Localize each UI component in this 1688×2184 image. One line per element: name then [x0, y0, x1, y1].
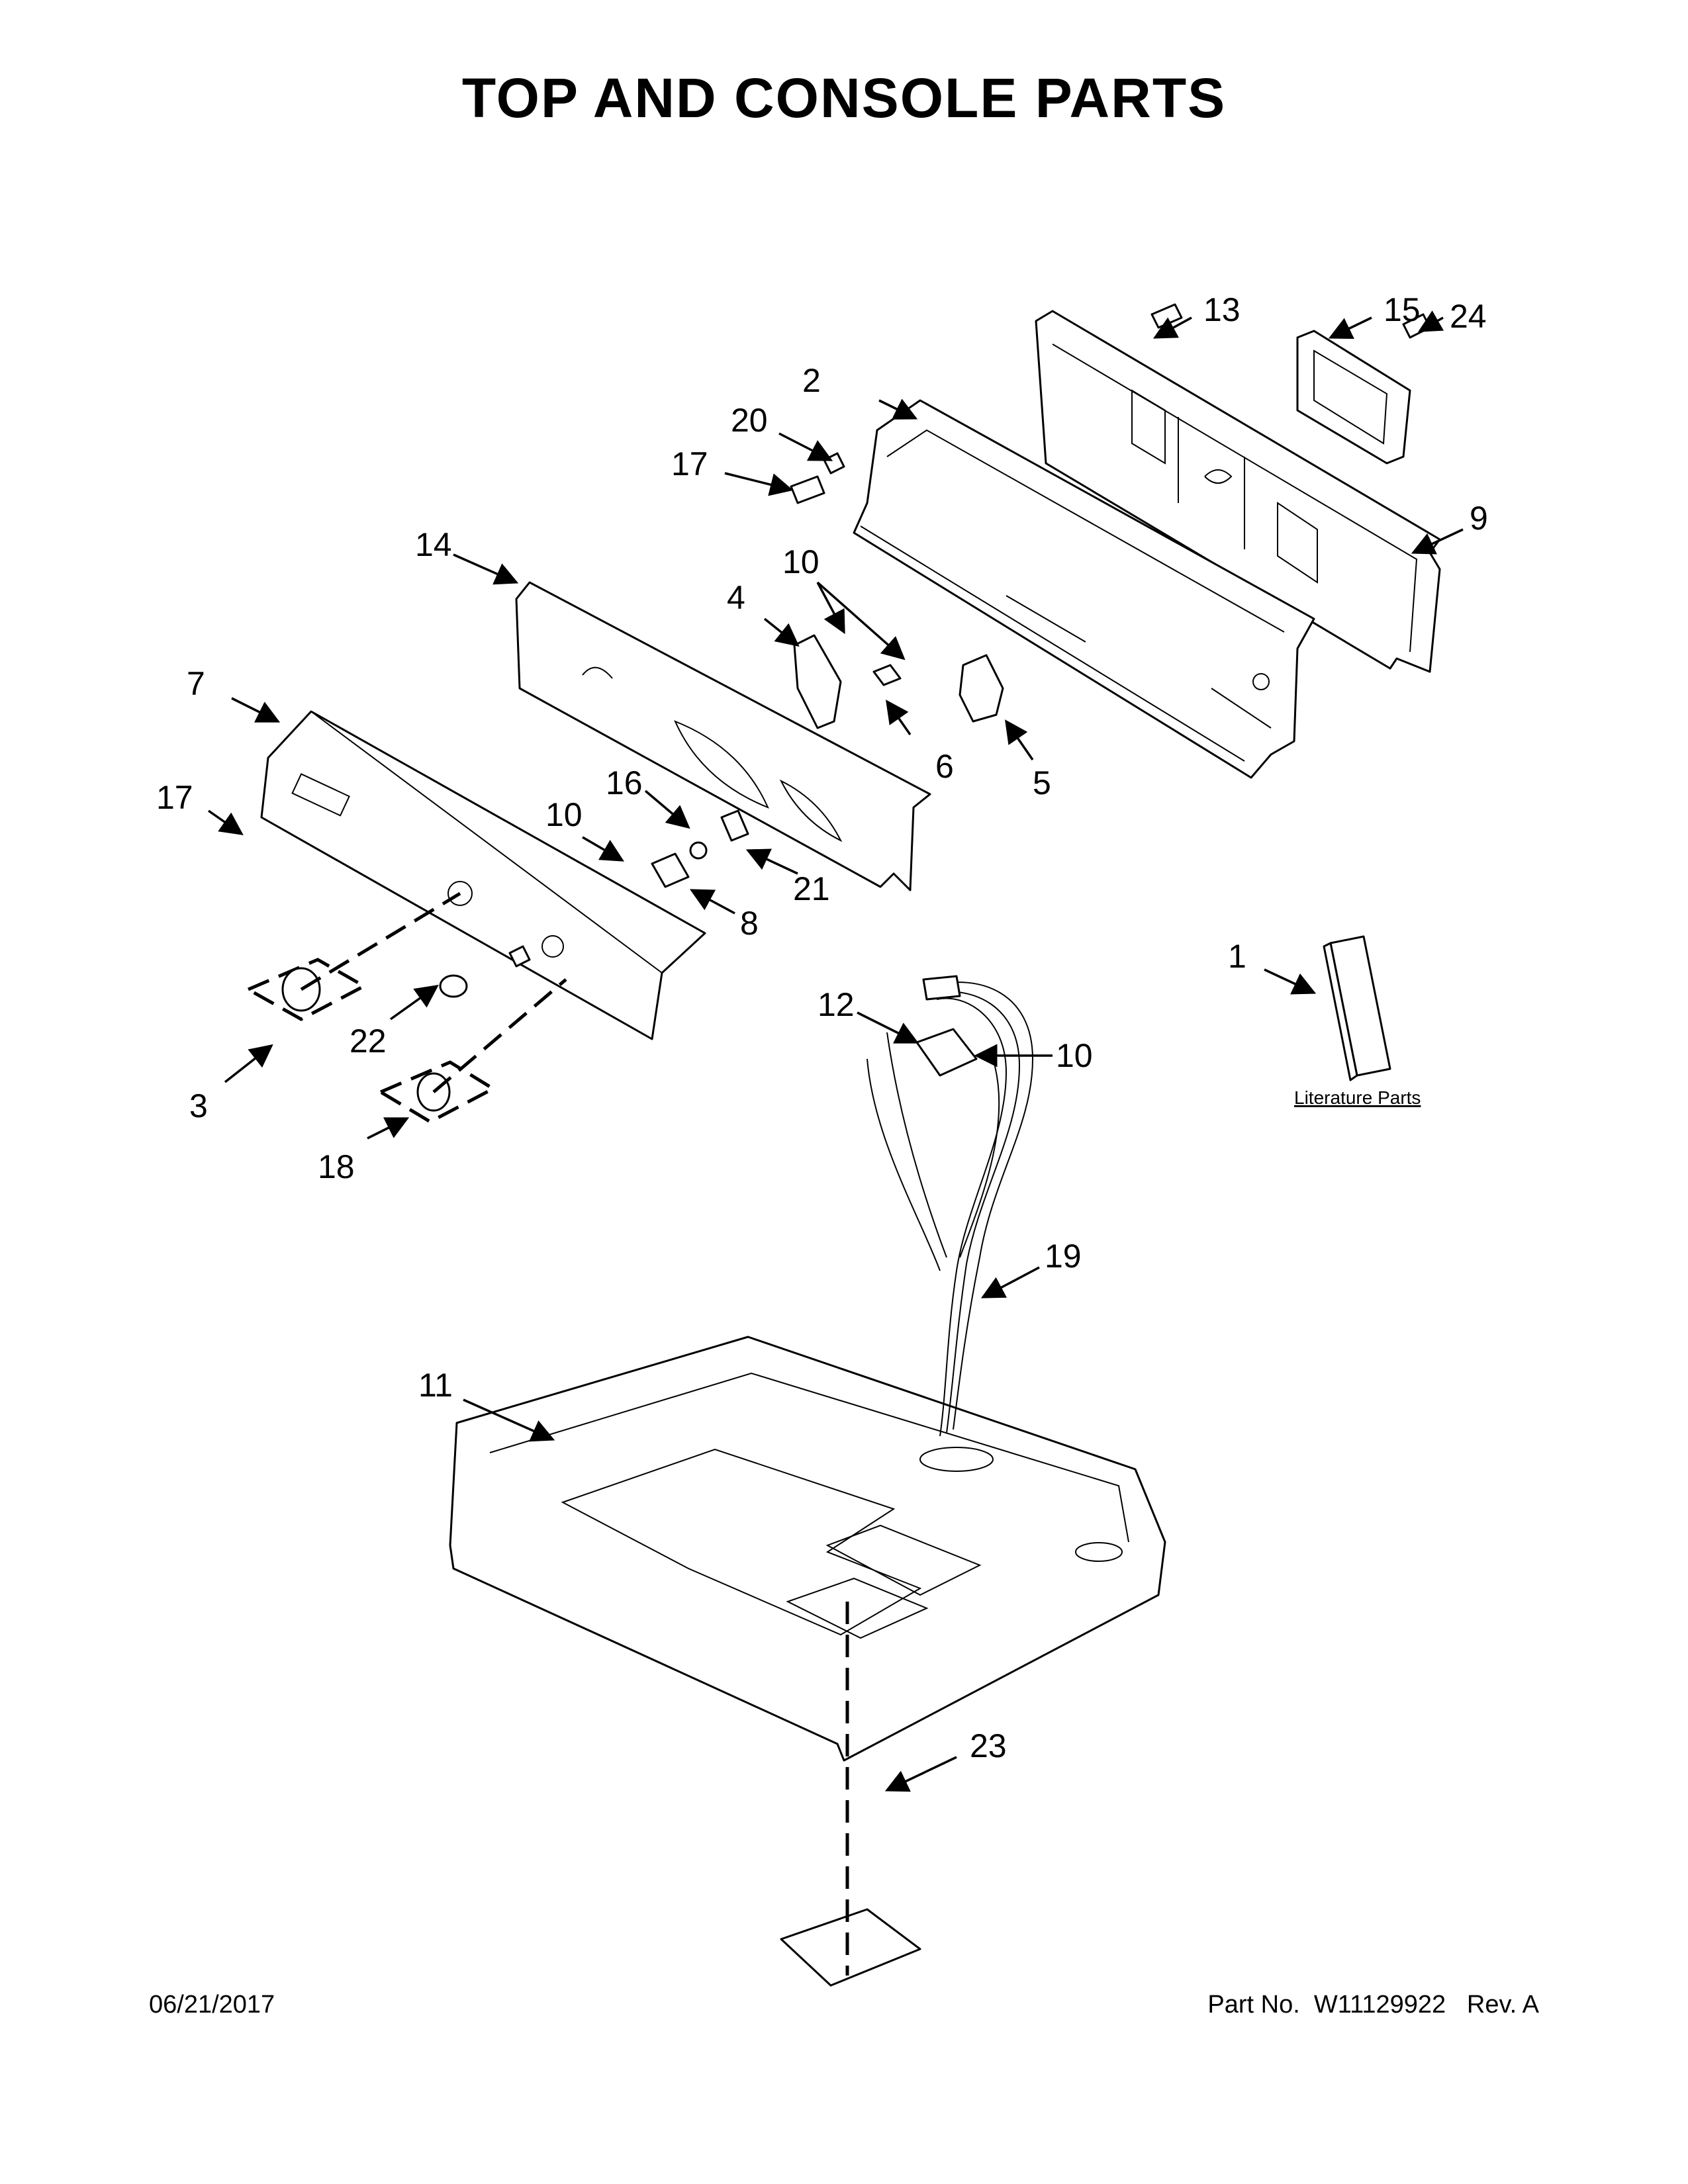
callout-17-top: 17 — [671, 445, 708, 482]
part-bezel-22 — [439, 974, 468, 998]
part-front-console — [260, 710, 706, 1040]
callout-8: 8 — [740, 905, 759, 942]
part-top-panel — [449, 1336, 1166, 1762]
part-switch-21 — [720, 809, 749, 842]
callout-1: 1 — [1228, 938, 1246, 975]
part-timer — [793, 634, 842, 729]
callout-6: 6 — [935, 748, 954, 785]
footer-date: 06/21/2017 — [149, 1991, 275, 2019]
callout-15: 15 — [1383, 291, 1421, 328]
callout-10-top: 10 — [782, 543, 820, 580]
callout-13: 13 — [1203, 291, 1241, 328]
part-knob-18 — [377, 978, 567, 1124]
part-screw-17 — [790, 475, 825, 504]
part-knob-3 — [244, 891, 461, 1021]
part-small-bracket — [1296, 330, 1411, 465]
callout-3: 3 — [189, 1087, 208, 1124]
part-switch-5 — [959, 654, 1004, 723]
part-screw-13 — [1150, 303, 1183, 329]
callout-12: 12 — [818, 986, 855, 1023]
page-title: TOP AND CONSOLE PARTS — [461, 67, 1227, 129]
callout-18: 18 — [318, 1148, 355, 1185]
footer-revision: Rev. A — [1466, 1991, 1539, 2019]
footer-part-number: W11129922 — [1313, 1991, 1446, 2019]
callout-14: 14 — [415, 526, 452, 563]
part-pcb — [915, 1028, 978, 1077]
part-switch-6 — [872, 664, 902, 686]
callout-23: 23 — [970, 1727, 1007, 1764]
part-clip-20 — [823, 452, 845, 475]
callout-9: 9 — [1470, 500, 1488, 537]
part-clip-near-22 — [508, 945, 531, 968]
literature-parts-label: Literature Parts — [1294, 1087, 1421, 1108]
footer-part-label: Part No. — [1207, 1991, 1300, 2019]
callout-17-left: 17 — [156, 779, 193, 816]
part-console-housing — [853, 399, 1315, 779]
part-wire-harness — [867, 975, 1034, 1437]
callout-24: 24 — [1450, 298, 1487, 335]
callout-11: 11 — [418, 1367, 453, 1404]
part-lens-8 — [651, 852, 690, 888]
callout-10-right: 10 — [1056, 1037, 1093, 1074]
callout-7: 7 — [187, 665, 205, 702]
part-literature — [1323, 935, 1391, 1081]
callout-20: 20 — [731, 402, 768, 439]
callout-21: 21 — [793, 870, 830, 907]
callout-5: 5 — [1033, 764, 1051, 801]
callout-2: 2 — [802, 362, 821, 399]
part-light-16 — [689, 841, 708, 860]
callout-22: 22 — [350, 1023, 387, 1060]
part-control-bracket — [515, 581, 931, 891]
callout-19: 19 — [1045, 1238, 1082, 1275]
callout-16: 16 — [606, 764, 643, 801]
footer-part-info: Part No. W11129922 Rev. A — [1207, 1991, 1539, 2019]
callout-10-mid: 10 — [545, 796, 583, 833]
callout-4: 4 — [727, 579, 745, 616]
part-pad — [780, 1908, 921, 1987]
